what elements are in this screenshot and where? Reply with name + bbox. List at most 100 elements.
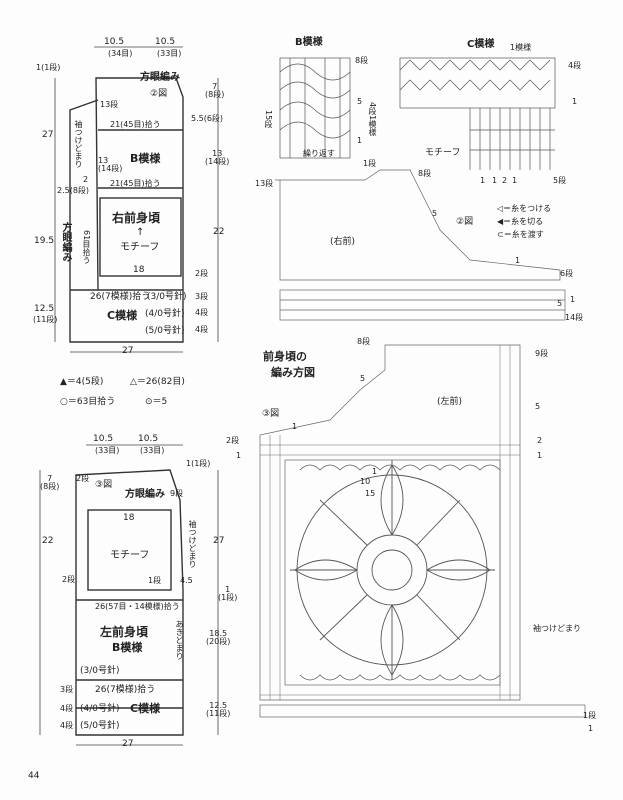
c-motif-label: モチーフ: [425, 148, 461, 158]
width-left-sts: (34目): [108, 49, 133, 58]
b-title: B模様: [295, 37, 323, 48]
c-pattern-label: C模様: [107, 309, 138, 322]
f3-rows-5b: 5: [535, 402, 541, 411]
legend-filled-triangle: ▲＝4(5段): [60, 377, 104, 387]
c-pattern-label: C模様: [130, 702, 161, 715]
f2-rows-13: 13段: [255, 179, 274, 188]
key-cut: ◀＝糸を切る: [497, 217, 544, 226]
b-pattern-label: B模様: [112, 641, 143, 654]
b-pattern-chart: [279, 57, 351, 159]
needle-4: (4/0号針): [80, 704, 120, 714]
rv-7: 7 (8段): [205, 82, 225, 99]
width-left-sts: (33目): [95, 446, 120, 455]
left-front-outline: [75, 469, 184, 736]
width-right: 10.5: [138, 434, 159, 444]
f3-rows-1r: 1: [537, 451, 543, 460]
motif-label: モチーフ: [110, 550, 150, 561]
key-attach: ◁＝糸をつける: [497, 204, 552, 213]
height-12-5-rows: (11段): [33, 315, 58, 324]
f3-rows-1b: 1: [236, 451, 242, 460]
height-12-5: 12.5 (11段): [206, 701, 231, 718]
f3-n15: 15: [365, 489, 376, 498]
needle-4: (4/0号針): [145, 309, 185, 319]
legend-open-triangle: △＝26(82目): [130, 377, 185, 387]
c-repeat: 1模様: [510, 43, 532, 52]
needle-5: (5/0号針): [80, 721, 120, 731]
n18: 18: [123, 513, 135, 523]
needle-3: (3/0号針): [147, 292, 187, 302]
rv-13: 13 (14段): [205, 149, 230, 166]
height-19-5: 19.5: [34, 236, 55, 246]
rows-13-14: 13 (14段): [98, 156, 123, 173]
fig-ref: ②図: [150, 89, 168, 99]
pick-26-57: 26(57目・14模様)拾う: [95, 602, 180, 611]
c-num-1: 1: [480, 176, 486, 185]
c-pattern-chart: [399, 57, 556, 170]
width-left: 10.5: [104, 37, 125, 47]
c-num-4: 1: [512, 176, 518, 185]
f2-rows-5: 5: [432, 209, 438, 218]
b-rows-1: 1: [357, 136, 363, 145]
sleeve-label: 袖つけどまり: [188, 520, 197, 568]
f3-sleeve: 袖つけどまり: [533, 624, 581, 633]
rows-3: 3段: [195, 292, 209, 301]
rows-1: 1段: [148, 576, 162, 585]
hogan-label: 方眼編み: [125, 489, 165, 500]
rows-4a: 4段: [60, 704, 74, 713]
bottom-27: 27: [122, 739, 134, 749]
pick-61: 61目拾う: [82, 230, 91, 265]
rv-22: 22: [213, 227, 225, 237]
b-rows-15: 15段: [264, 110, 273, 129]
rows-4b: 4段: [195, 325, 209, 334]
height-27: 27: [42, 130, 54, 140]
width-right-sts: (33目): [140, 446, 165, 455]
f3-sub: (左前): [437, 397, 463, 407]
f3-n1: 1: [372, 467, 378, 476]
f2-sub: (右前): [330, 237, 356, 247]
height-27: 27: [213, 536, 225, 546]
c-rows-1: 1: [572, 97, 578, 106]
fig3-grid: [259, 344, 521, 701]
hogan-side-label: 方眼編み: [60, 222, 71, 262]
f3-rows-1e: 1: [588, 724, 594, 733]
height-22: 22: [42, 536, 54, 546]
opening-label: あきどまり: [175, 620, 184, 660]
f2-rows-1b: 1: [515, 256, 521, 265]
rows-4b: 4段: [60, 721, 74, 730]
rows-13: 13段: [100, 100, 119, 109]
f3-rows-2r: 2: [537, 436, 543, 445]
c-rows-4: 4段: [568, 61, 582, 70]
c-title: C模様: [467, 39, 495, 50]
motif-box-left: [87, 509, 172, 591]
front-right-title: 右前身頃: [112, 211, 161, 225]
width-left: 10.5: [93, 434, 114, 444]
motif-label: モチーフ: [120, 242, 160, 253]
flower-motif: [290, 460, 495, 680]
c-num-3: 2: [502, 176, 508, 185]
legend-circle: ○＝63目拾う: [60, 397, 116, 407]
width-right-sts: (33目): [157, 49, 182, 58]
width-right: 10.5: [155, 37, 176, 47]
row-label: 1(1段): [186, 459, 211, 468]
b-pattern-label: B模様: [130, 152, 161, 165]
bottom-27: 27: [122, 346, 134, 356]
rv-7: 7 (8段): [40, 474, 60, 491]
b-repeat-info: 4段1模様: [368, 102, 377, 137]
fig3-gridlines: [260, 345, 520, 700]
f3-rows-5: 5: [360, 374, 366, 383]
pick-26: 26(7模様)拾う: [90, 292, 151, 302]
right-front-outline: [69, 77, 184, 343]
bottom-strip: [259, 704, 586, 718]
fig2-grid: [275, 169, 566, 321]
f2-rows-14: 14段: [565, 313, 584, 322]
f2-rows-6: 6段: [560, 269, 574, 278]
f3-rows-9: 9段: [535, 349, 549, 358]
b-repeat: 繰り返す: [303, 149, 335, 158]
n18: 18: [133, 265, 145, 275]
f3-label: ③図: [262, 409, 280, 419]
page-number: 44: [28, 771, 40, 781]
f3-rows-8: 8段: [357, 337, 371, 346]
height-12-5: 12.5: [34, 304, 55, 314]
f3-heading-2: 編み方図: [271, 366, 315, 379]
f2-rows-1c: 1: [570, 295, 576, 304]
